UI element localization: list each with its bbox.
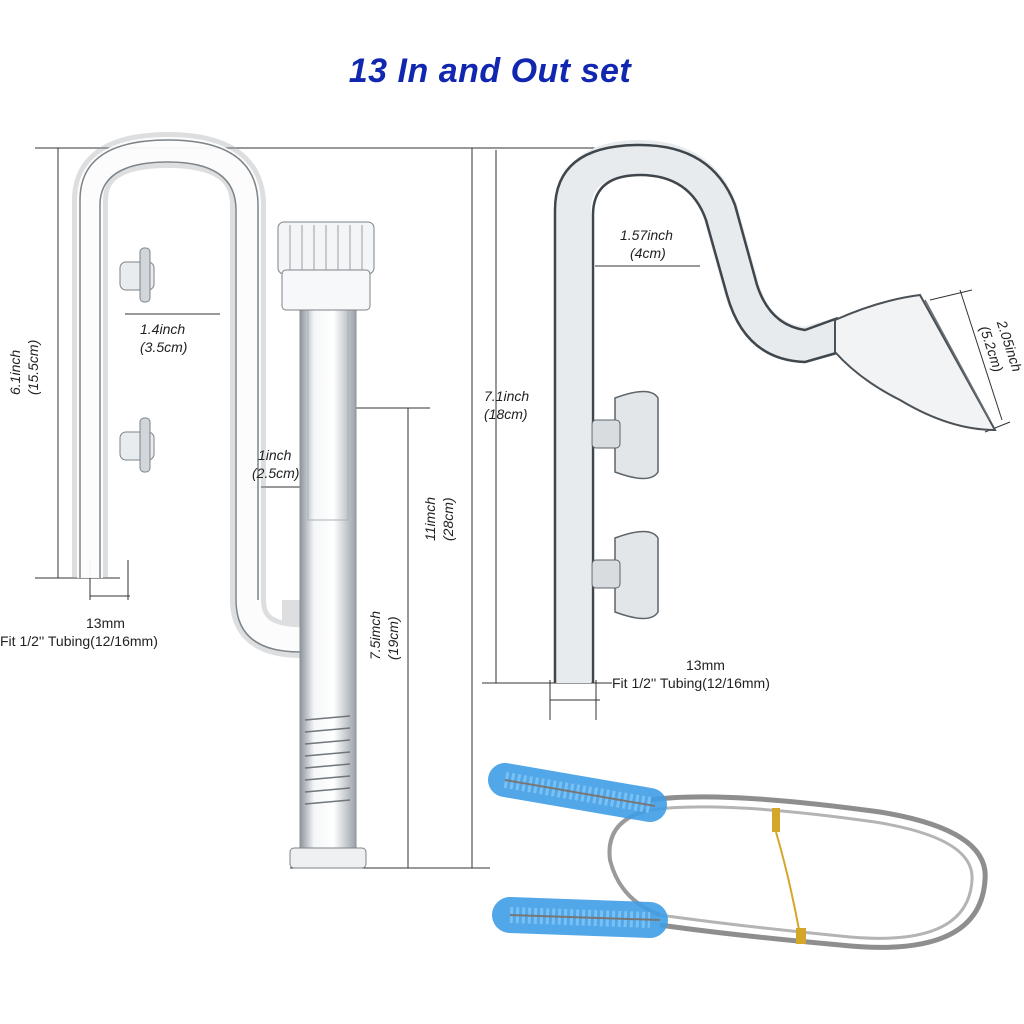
inflow-lower-cm: (19cm) xyxy=(385,616,401,660)
page-title: 13 In and Out set xyxy=(348,52,632,90)
inflow-lower-label: 7.5imch (19cm) xyxy=(366,611,402,660)
inflow-neck-label: 1inch (2.5cm) xyxy=(252,446,299,482)
inflow-gap-cm: (3.5cm) xyxy=(140,339,188,355)
double-ended-cleaning-brush-icon xyxy=(488,763,988,950)
inflow-gap-label: 1.4inch (3.5cm) xyxy=(140,320,187,356)
outflow-gap-label: 1.57inch (4cm) xyxy=(620,226,673,262)
inflow-glass-pipe xyxy=(72,131,375,869)
outflow-glass-pipe xyxy=(553,139,997,683)
inflow-neck-cm: (2.5cm) xyxy=(252,465,300,481)
inflow-total-label: 11imch (28cm) xyxy=(421,497,457,541)
inflow-neck-in: 1inch xyxy=(258,447,292,463)
outflow-tubing-fit: Fit 1/2'' Tubing(12/16mm) xyxy=(612,675,770,691)
inflow-total-in: 11imch xyxy=(422,496,438,541)
outflow-gap-cm: (4cm) xyxy=(630,245,666,261)
outflow-gap-in: 1.57inch xyxy=(620,227,673,243)
inflow-lower-in: 7.5imch xyxy=(367,610,383,660)
inflow-tube-label: 13mm Fit 1/2'' Tubing(12/16mm) xyxy=(0,614,158,650)
inflow-dimension-lines xyxy=(35,147,560,869)
outflow-height-cm: (18cm) xyxy=(484,406,528,422)
inflow-height-in: 6.1inch xyxy=(7,349,23,395)
inflow-gap-in: 1.4inch xyxy=(140,321,186,337)
outflow-tube-label: 13mm Fit 1/2'' Tubing(12/16mm) xyxy=(612,656,770,692)
outflow-tube-mm: 13mm xyxy=(686,657,725,673)
outflow-height-in: 7.1inch xyxy=(484,388,530,404)
outflow-height-label: 7.1inch (18cm) xyxy=(484,387,529,423)
inflow-tube-mm: 13mm xyxy=(86,615,125,631)
inflow-tubing-fit: Fit 1/2'' Tubing(12/16mm) xyxy=(0,633,158,649)
inflow-total-cm: (28cm) xyxy=(440,497,456,541)
inflow-height-cm: (15.5cm) xyxy=(25,339,41,395)
inflow-height-label: 6.1inch (15.5cm) xyxy=(6,340,42,395)
